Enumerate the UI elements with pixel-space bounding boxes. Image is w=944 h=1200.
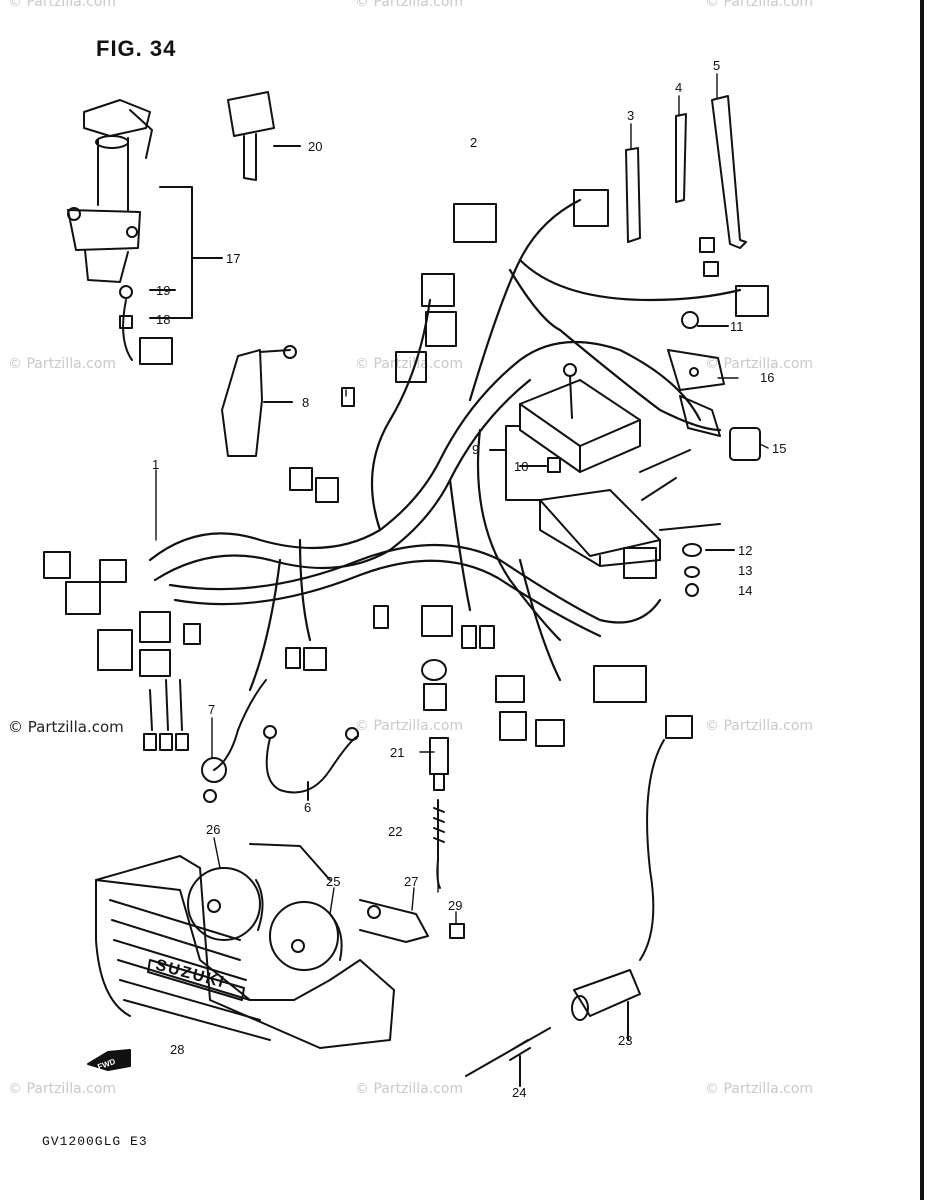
callout-29[interactable]: 29	[448, 898, 462, 913]
wiring-harness-drawing	[148, 198, 742, 692]
callout-19[interactable]: 19	[156, 283, 170, 298]
watermark: © Partzilla.com	[8, 356, 117, 372]
watermark: © Partzilla.com	[705, 0, 814, 10]
leader-lines	[155, 73, 769, 1087]
watermark: © Partzilla.com	[8, 0, 117, 10]
watermark: © Partzilla.com	[8, 1081, 117, 1097]
callout-11[interactable]: 11	[730, 319, 744, 334]
callout-24[interactable]: 24	[512, 1085, 526, 1100]
callout-1[interactable]: 1	[152, 457, 159, 472]
callout-10[interactable]: 10	[514, 459, 528, 474]
watermark: © Partzilla.com	[355, 718, 464, 734]
callout-13[interactable]: 13	[738, 563, 752, 578]
callout-23[interactable]: 23	[618, 1033, 632, 1048]
callout-6[interactable]: 6	[304, 800, 311, 815]
callout-26[interactable]: 26	[206, 822, 220, 837]
watermark: © Partzilla.com	[705, 356, 814, 372]
model-code: GV1200GLG E3	[42, 1134, 148, 1149]
key-drawing	[227, 91, 301, 181]
horn-badge-text: SUZUKI	[154, 957, 228, 992]
callout-14[interactable]: 14	[738, 583, 752, 598]
callout-21[interactable]: 21	[390, 745, 404, 760]
watermark: © Partzilla.com	[355, 1081, 464, 1097]
callout-22[interactable]: 22	[388, 824, 402, 839]
callout-17[interactable]: 17	[226, 251, 240, 266]
callout-5[interactable]: 5	[713, 58, 720, 73]
horn-drawing	[187, 843, 465, 971]
junction-box-drawing	[519, 363, 661, 567]
horn-cover-drawing	[95, 855, 395, 1049]
callout-28[interactable]: 28	[170, 1042, 184, 1057]
watermark: © Partzilla.com	[355, 0, 464, 10]
callout-labels: 1 2 3 4 5 6 7 8 9 10 11 12 13 14 15 16 1…	[152, 58, 786, 1100]
callout-25[interactable]: 25	[326, 874, 340, 889]
right-small-parts	[625, 95, 761, 597]
bracket-8-drawing	[221, 345, 297, 457]
callout-20[interactable]: 20	[308, 139, 322, 154]
callout-7[interactable]: 7	[208, 702, 215, 717]
callout-4[interactable]: 4	[675, 80, 682, 95]
ignition-switch-drawing	[67, 99, 173, 365]
callout-2[interactable]: 2	[470, 135, 477, 150]
watermark: © Partzilla.com	[705, 718, 814, 734]
callout-27[interactable]: 27	[404, 874, 418, 889]
figure-title: FIG. 34	[96, 36, 177, 61]
brake-switch-drawing	[429, 737, 449, 889]
callout-8[interactable]: 8	[302, 395, 309, 410]
callout-9[interactable]: 9	[472, 442, 479, 457]
speed-sensor-drawing	[465, 715, 693, 1087]
watermark: © Partzilla.com	[8, 718, 124, 736]
page-edge-bar	[920, 0, 924, 1200]
callout-3[interactable]: 3	[627, 108, 634, 123]
callout-15[interactable]: 15	[772, 441, 786, 456]
callout-18[interactable]: 18	[156, 312, 170, 327]
watermark: © Partzilla.com	[355, 356, 464, 372]
left-connector-cluster	[43, 551, 201, 751]
callout-16[interactable]: 16	[760, 370, 774, 385]
watermark: © Partzilla.com	[705, 1081, 814, 1097]
callout-12[interactable]: 12	[738, 543, 752, 558]
